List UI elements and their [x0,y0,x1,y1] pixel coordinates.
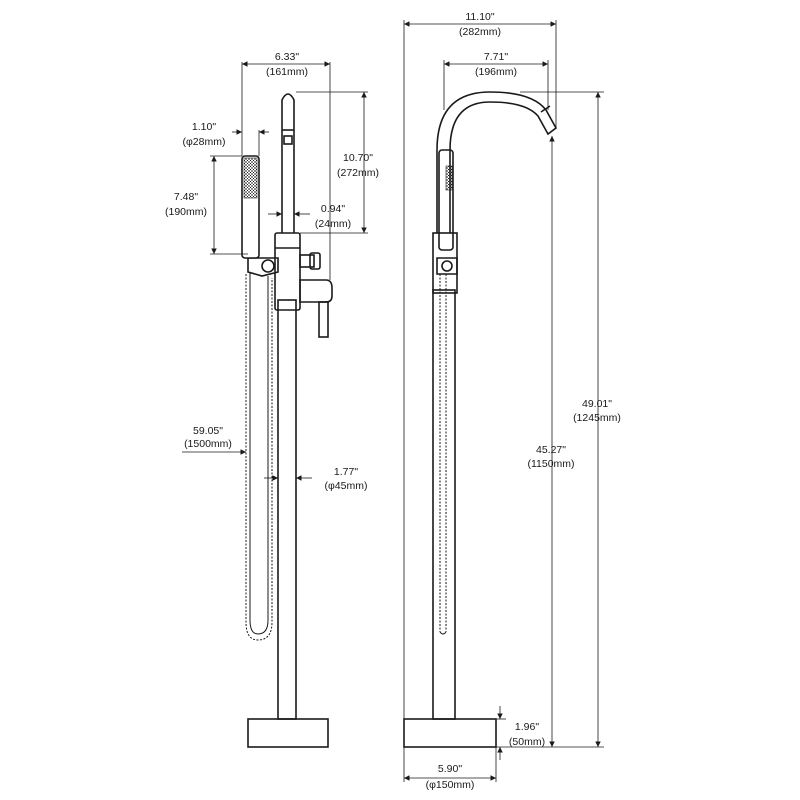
front-spout-tube [281,93,295,233]
label-handshower-diameter-mm: (φ28mm) [183,136,226,148]
side-dimension-lines [403,20,604,782]
label-overall-width-in: 11.10" [465,11,494,23]
front-hose [249,272,269,635]
label-spout-outlet-height-in: 45.27" [536,444,566,456]
front-view [241,93,333,748]
label-column-diameter-in: 1.77" [334,466,358,478]
label-spout-tube-in: 0.94" [321,203,345,215]
front-handshower-holder [247,257,279,277]
front-diverter-knob [299,254,315,268]
label-spout-outlet-height-mm: (1150mm) [527,458,574,470]
label-handshower-diameter-in: 1.10" [192,121,216,133]
label-spout-height-front-in: 10.70" [343,152,373,164]
label-spout-height-front-mm: (272mm) [337,167,379,179]
label-hose-length-in: 59.05" [193,425,223,437]
dimension-labels: 6.33" (161mm) 1.10" (φ28mm) 7.48" (190mm… [165,11,621,791]
front-column [277,299,297,720]
label-base-height-mm: (50mm) [509,736,545,748]
label-spout-reach-in: 7.71" [484,51,508,63]
side-gooseneck-spout [436,91,558,233]
label-overall-width-mm: (282mm) [459,26,501,38]
label-hose-length-mm: (1500mm) [184,438,232,450]
label-front-handle-reach-mm: (161mm) [266,66,308,78]
label-column-diameter-mm: (φ45mm) [325,480,368,492]
label-base-diameter-in: 5.90" [438,763,462,775]
front-body [274,232,301,311]
label-front-handle-reach-in: 6.33" [275,51,299,63]
front-dimension-lines [182,61,368,481]
side-column [432,289,456,720]
front-handle-lever [318,301,329,338]
side-hose [439,274,447,632]
label-spout-tube-mm: (24mm) [315,218,351,230]
label-base-height-in: 1.96" [515,721,539,733]
label-spout-reach-mm: (196mm) [475,66,517,78]
label-base-diameter-mm: (φ150mm) [426,779,475,791]
front-base [247,718,329,748]
side-view [403,91,558,748]
label-handshower-length-in: 7.48" [174,191,198,203]
side-base [403,718,497,748]
label-overall-height-in: 49.01" [582,398,612,410]
front-handle [299,279,333,303]
label-overall-height-mm: (1245mm) [573,412,621,424]
label-handshower-length-mm: (190mm) [165,206,207,218]
